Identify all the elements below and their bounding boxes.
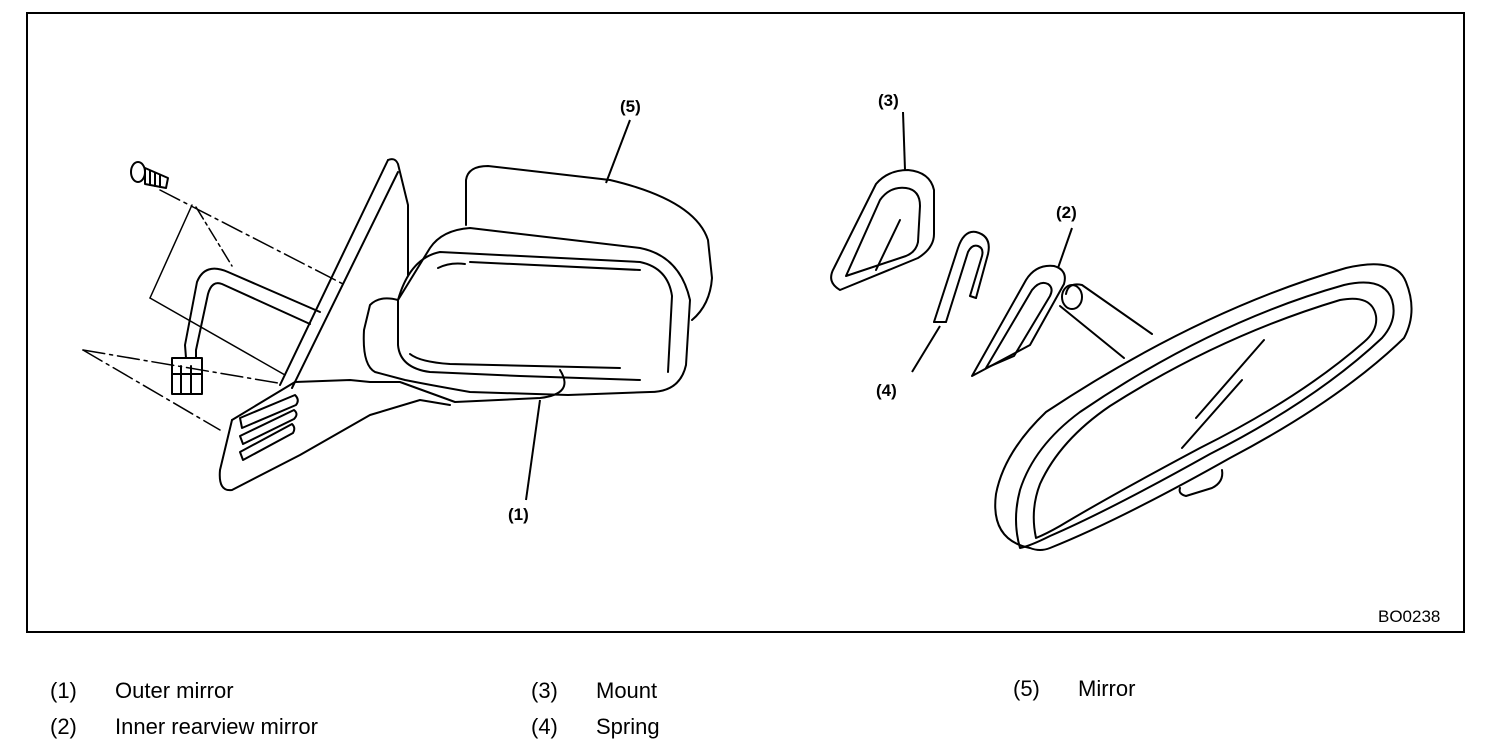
legend-number: (5) [1013,676,1040,701]
parts-legend: (1) Outer mirror (2) Inner rearview mirr… [0,668,1504,754]
legend-number: (2) [50,714,77,739]
callout-4: (4) [876,381,897,400]
legend-label: Inner rearview mirror [115,714,318,739]
outer-mirror-drawing [82,158,713,492]
legend-number: (1) [50,678,77,703]
legend-label: Outer mirror [115,678,234,703]
legend-label: Spring [596,714,660,739]
callout-5: (5) [620,97,641,116]
callout-3: (3) [878,91,899,110]
callout-1: (1) [508,505,529,524]
legend-number: (4) [531,714,558,739]
callout-2: (2) [1056,203,1077,222]
leader-lines [525,111,1073,501]
legend-label: Mirror [1078,676,1136,701]
mirror-parts-diagram: (5) (3) (2) (4) (1) BO0238 [26,12,1465,633]
diagram-frame [26,12,1465,633]
legend-number: (3) [531,678,558,703]
figure-id: BO0238 [1378,607,1440,626]
legend-label: Mount [596,678,658,703]
inner-mirror-drawing [830,169,1413,551]
